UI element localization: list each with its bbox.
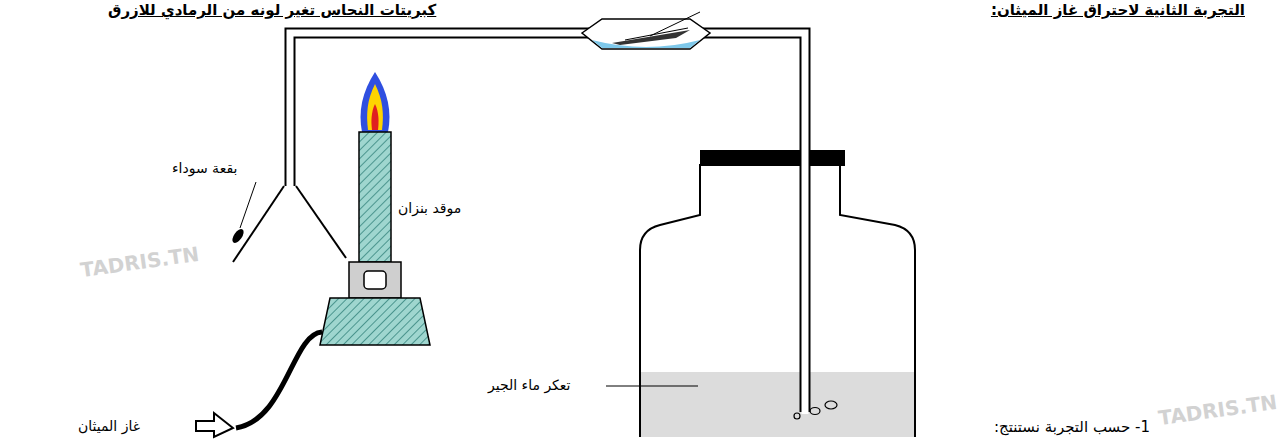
part-label: موقد بنزان (398, 200, 461, 217)
reagent-note: كبريتات النحاس تغير لونه من الرمادي للاز… (108, 1, 436, 19)
bunsen-burner (196, 72, 430, 437)
watermark: TADRIS.TN (1157, 389, 1279, 429)
limewater-bottle (640, 150, 916, 439)
part-label: بقعة سوداء (172, 160, 237, 177)
part-label: تعكر ماء الجير (488, 377, 571, 394)
leader-lines (240, 12, 700, 386)
part-label: غاز الميثان (78, 418, 140, 435)
watermark: TADRIS.TN (79, 242, 201, 282)
funnel (230, 186, 346, 262)
copper-sulfate-bulb (582, 19, 710, 49)
question: 1- حسب التجربة نستنتج: (994, 418, 1150, 436)
heading: التجربة الثانية لاحتراق غاز الميثان: (991, 1, 1245, 19)
glass-tube (290, 33, 845, 414)
